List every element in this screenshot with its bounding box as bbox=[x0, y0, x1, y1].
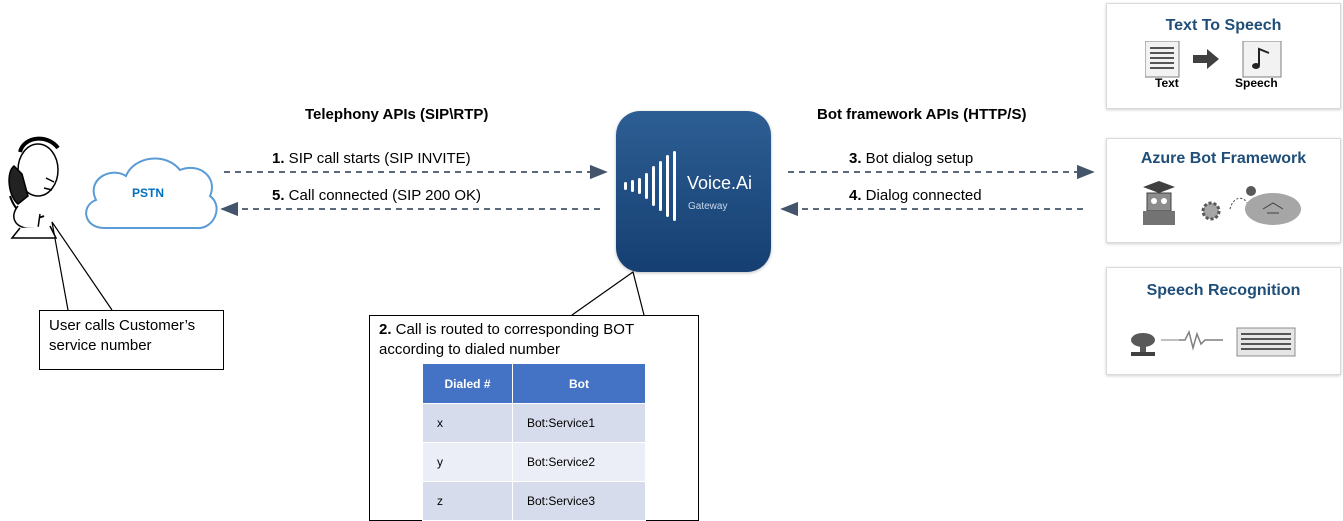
message-4-text: Dialog connected bbox=[861, 187, 982, 204]
text-to-speech-title: Text To Speech bbox=[1165, 17, 1282, 34]
message-5-number: 5. bbox=[272, 187, 285, 204]
speech-recognition-icon bbox=[1131, 327, 1296, 357]
routing-callout-number: 2. bbox=[379, 321, 392, 338]
message-1: 1. SIP call starts (SIP INVITE) bbox=[272, 150, 471, 167]
tts-text-label: Text bbox=[1155, 76, 1179, 90]
message-3: 3. Bot dialog setup bbox=[849, 150, 973, 167]
user-callout-pointer bbox=[51, 221, 113, 311]
azure-bot-framework-title: Azure Bot Framework bbox=[1140, 150, 1307, 167]
text-to-speech-icon bbox=[1145, 41, 1282, 78]
gateway-name: Voice.Ai bbox=[687, 173, 753, 193]
text-to-speech-panel: Text To Speech Text Speech bbox=[1106, 3, 1341, 109]
routing-table: Dialed # Bot x Bot:Service1 y Bot:Servic… bbox=[422, 363, 646, 521]
table-row: z Bot:Service3 bbox=[422, 481, 646, 521]
routing-callout-text: Call is routed to corresponding BOT acco… bbox=[379, 321, 634, 358]
column-header-bot: Bot bbox=[512, 363, 646, 404]
bot-service-cell: Bot:Service2 bbox=[512, 442, 646, 482]
message-1-number: 1. bbox=[272, 150, 285, 167]
bot-service-cell: Bot:Service3 bbox=[512, 481, 646, 521]
message-3-text: Bot dialog setup bbox=[861, 150, 974, 167]
dialed-number-cell: x bbox=[422, 403, 513, 443]
voice-ai-gateway-tile: Voice.Ai Gateway bbox=[616, 111, 771, 272]
dialed-number-cell: y bbox=[422, 442, 513, 482]
tts-speech-label: Speech bbox=[1235, 76, 1278, 90]
table-row: x Bot:Service1 bbox=[422, 403, 646, 443]
message-4-number: 4. bbox=[849, 187, 862, 204]
dialed-number-cell: z bbox=[422, 481, 513, 521]
routing-table-header-row: Dialed # Bot bbox=[422, 363, 646, 404]
pstn-cloud-icon bbox=[85, 157, 218, 230]
sound-wave-icon bbox=[624, 151, 676, 221]
bot-service-cell: Bot:Service1 bbox=[512, 403, 646, 443]
azure-bot-framework-panel: Azure Bot Framework bbox=[1106, 138, 1341, 243]
pstn-label: PSTN bbox=[132, 186, 165, 200]
message-1-text: SIP call starts (SIP INVITE) bbox=[284, 150, 471, 167]
gateway-subtitle: Gateway bbox=[688, 201, 728, 212]
message-3-number: 3. bbox=[849, 150, 862, 167]
table-row: y Bot:Service2 bbox=[422, 442, 646, 482]
user-callout: User calls Customer’s service number bbox=[39, 310, 224, 370]
message-5-text: Call connected (SIP 200 OK) bbox=[284, 187, 482, 204]
bot-framework-icon bbox=[1143, 181, 1301, 225]
telephony-apis-heading: Telephony APIs (SIP\RTP) bbox=[305, 106, 489, 123]
bot-framework-apis-heading: Bot framework APIs (HTTP/S) bbox=[817, 106, 1027, 123]
speech-recognition-title: Speech Recognition bbox=[1146, 282, 1301, 299]
message-4: 4. Dialog connected bbox=[849, 187, 982, 204]
routing-callout-pointer bbox=[571, 271, 645, 316]
caller-phone-icon bbox=[8, 136, 60, 239]
speech-recognition-panel: Speech Recognition bbox=[1106, 267, 1341, 375]
column-header-dialed: Dialed # bbox=[422, 363, 513, 404]
user-callout-text: User calls Customer’s service number bbox=[49, 317, 196, 354]
message-5: 5. Call connected (SIP 200 OK) bbox=[272, 187, 481, 204]
